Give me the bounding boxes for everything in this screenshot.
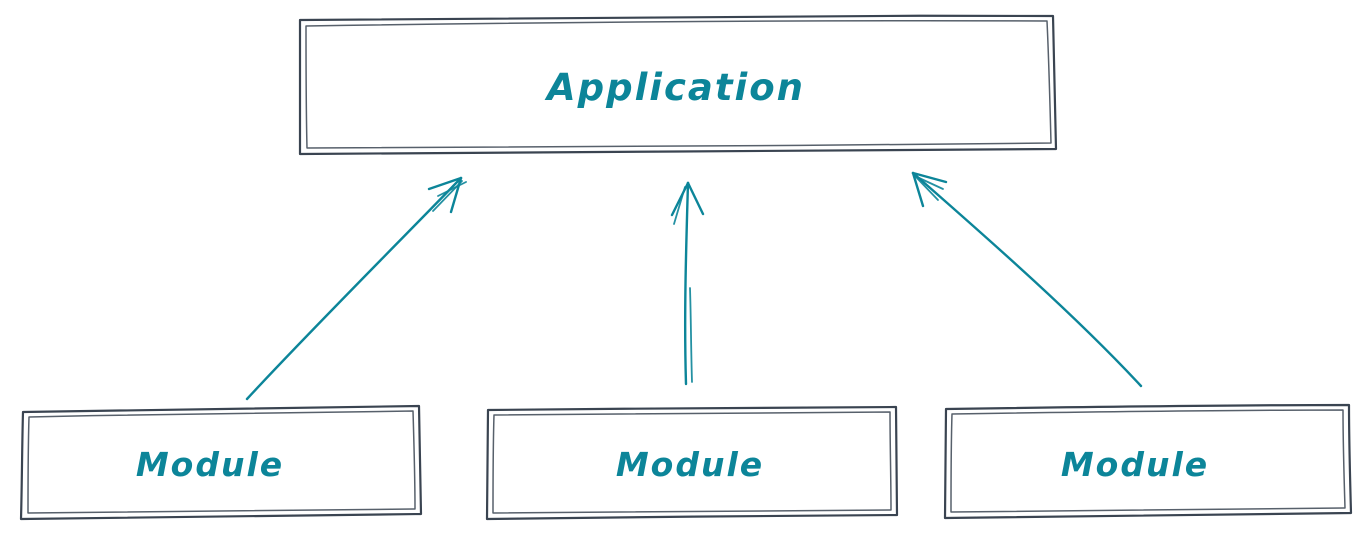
- application-label: Application: [544, 66, 805, 109]
- arrow-shaft: [911, 171, 1143, 388]
- arrow-module1-to-application: [245, 176, 467, 401]
- arrow-sketch-stroke: [914, 175, 939, 201]
- module-box-1: [19, 404, 423, 521]
- arrowhead: [911, 171, 948, 184]
- box-sketch-stroke: [305, 19, 1052, 149]
- module-1-label: Module: [136, 445, 284, 484]
- arrow-sketch-stroke: [432, 180, 463, 212]
- arrow-shaft: [683, 181, 690, 386]
- module-2-label: Module: [616, 445, 764, 484]
- arrow-module2-to-application: [670, 181, 705, 386]
- arrowhead: [911, 171, 925, 208]
- module-3-label: Module: [1061, 445, 1209, 484]
- arrow-sketch-stroke: [437, 181, 467, 197]
- arrow-sketch-stroke: [689, 287, 693, 383]
- box-sketch-stroke: [27, 410, 416, 514]
- box-outline: [19, 404, 423, 521]
- module-box-3: [943, 403, 1353, 520]
- box-sketch-stroke: [492, 411, 892, 514]
- arrow-module3-to-application: [911, 171, 1143, 388]
- arrowhead: [427, 176, 463, 191]
- arrow-sketch-stroke: [673, 186, 686, 225]
- boxes: [19, 14, 1353, 521]
- application-box: [298, 14, 1058, 156]
- box-sketch-stroke: [950, 409, 1346, 513]
- arrowhead: [686, 181, 705, 216]
- box-outline: [943, 403, 1353, 520]
- arrow-shaft: [245, 176, 463, 401]
- arrow-sketch-stroke: [916, 176, 944, 190]
- arrows: [245, 171, 1143, 401]
- labels: Application Module Module Module: [136, 66, 1209, 484]
- module-box-2: [485, 405, 899, 521]
- box-outline: [485, 405, 899, 521]
- box-outline: [298, 14, 1058, 156]
